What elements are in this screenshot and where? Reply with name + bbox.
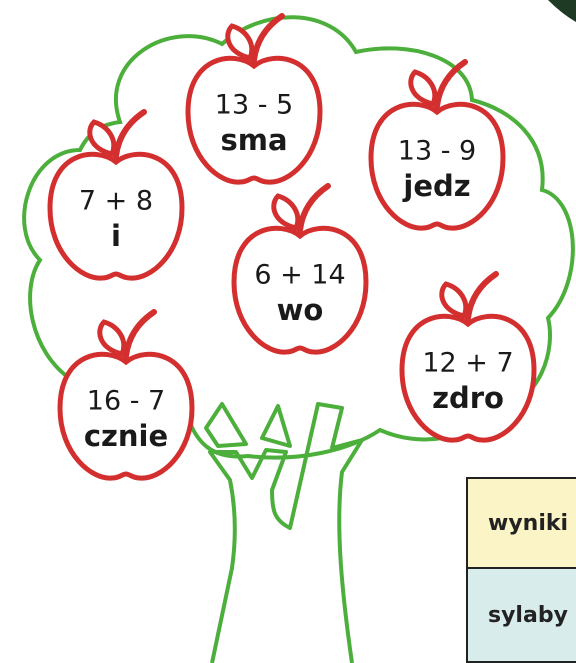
apple-body [231,225,369,355]
tree-trunk [208,402,364,663]
apple-syllable: sma [220,123,287,157]
apple-leaf [408,69,438,107]
apple-stem [434,59,468,109]
apple-leaf [225,23,255,61]
apple-syllable: wo [277,293,324,327]
apple-equation: 13 - 5 [215,90,293,121]
apple-stem [465,271,499,321]
apple-body [47,151,185,281]
tree-branch-left [204,402,248,448]
apple-syllable: zdro [432,381,504,415]
apple-leaf [439,281,469,319]
apple-stem [123,309,157,359]
apple-leaf [87,119,117,157]
apple-stem [113,109,147,159]
apple: 7 + 8i [47,109,185,281]
apple-stem [251,13,285,63]
corner-shadow [548,0,576,22]
apple-equation: 16 - 7 [87,386,165,417]
results-cell[interactable]: wyniki [468,479,576,569]
apple-body [57,351,195,481]
apple-syllable: i [111,219,121,253]
answer-table: wyniki sylaby [466,477,576,663]
apple-equation: 12 + 7 [422,348,513,379]
apple-equation: 7 + 8 [79,186,153,217]
apple-body [368,101,506,231]
results-label: wyniki [488,510,569,536]
tree-branch-middle [260,404,292,448]
apple-leaf [97,319,127,357]
apple-stem [297,183,331,233]
apple-body [185,55,323,185]
apple-equation: 6 + 14 [254,260,345,291]
apple-syllable: cznie [84,419,168,453]
apple-leaf [271,193,301,231]
syllables-cell[interactable]: sylaby [468,569,576,661]
apple-equation: 13 - 9 [398,136,476,167]
syllables-label: sylaby [488,602,568,628]
apple-body [399,313,537,443]
apple-syllable: jedz [402,169,470,203]
